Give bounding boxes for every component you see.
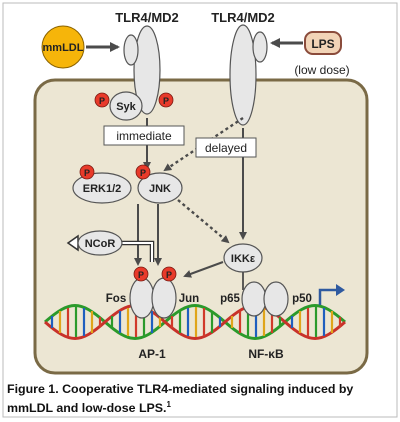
- receptor-left: [123, 25, 161, 115]
- phosphate-icon: P: [161, 266, 177, 282]
- phospho-jnk-label: P: [140, 168, 146, 178]
- receptor-right: [229, 24, 268, 126]
- figure-caption: Figure 1. Cooperative TLR4-mediated sign…: [7, 382, 393, 416]
- jnk-kinase: JNK: [137, 172, 183, 204]
- delayed-label-box: delayed: [195, 137, 257, 158]
- nfkb-label: NF-κB: [248, 347, 284, 361]
- phosphate-icon: P: [158, 92, 174, 108]
- lps-ligand: LPS: [304, 31, 342, 55]
- fos-label: Fos: [106, 293, 126, 305]
- figure-border: [2, 2, 398, 418]
- erk-kinase: ERK1/2: [72, 172, 132, 204]
- ncor-protein: NCoR: [77, 230, 123, 256]
- immediate-label-box: immediate: [103, 125, 185, 146]
- syk-kinase: Syk: [109, 91, 143, 121]
- phosphate-icon: P: [133, 266, 149, 282]
- lps-label: LPS: [311, 37, 334, 51]
- caption-superscript: 1: [166, 400, 171, 409]
- phospho-jun-label: P: [166, 270, 172, 280]
- ncor-release-path-inner: [108, 242, 153, 262]
- erk-label: ERK1/2: [83, 183, 122, 195]
- mmldl-label: mmLDL: [43, 42, 84, 54]
- caption-text: Figure 1. Cooperative TLR4-mediated sign…: [7, 382, 354, 416]
- jun-label: Jun: [179, 293, 199, 305]
- lps-note: (low dose): [294, 63, 349, 77]
- immediate-label: immediate: [116, 129, 172, 143]
- phospho-syk-label: P: [99, 96, 105, 106]
- arrow-jnk-to-ikk: [177, 199, 230, 244]
- delayed-label: delayed: [205, 141, 247, 155]
- arrow-ikk-to-ap1: [183, 261, 224, 278]
- transcription-start-arrow-icon: [318, 284, 345, 305]
- syk-label: Syk: [116, 101, 136, 113]
- receptor-right-label: TLR4/MD2: [211, 10, 275, 25]
- ncor-label: NCoR: [85, 238, 116, 250]
- phospho-receptor-label: P: [163, 96, 169, 106]
- phosphate-icon: P: [135, 164, 151, 180]
- ikk-label: IKKε: [231, 253, 256, 265]
- dna-helix-icon: [44, 304, 346, 340]
- ikk-kinase: IKKε: [223, 243, 263, 273]
- p65-label: p65: [220, 293, 240, 305]
- nfkb-complex: [241, 281, 289, 317]
- jnk-label: JNK: [149, 183, 171, 195]
- phosphate-icon: P: [79, 164, 95, 180]
- phospho-erk-label: P: [84, 168, 90, 178]
- p50-label: p50: [292, 293, 312, 305]
- phospho-fos-label: P: [138, 270, 144, 280]
- mmldl-ligand: mmLDL: [41, 25, 85, 69]
- arrow-receptor-to-jnk-delayed: [163, 117, 244, 172]
- receptor-left-label: TLR4/MD2: [115, 10, 179, 25]
- phosphate-icon: P: [94, 92, 110, 108]
- ap1-label: AP-1: [138, 347, 166, 361]
